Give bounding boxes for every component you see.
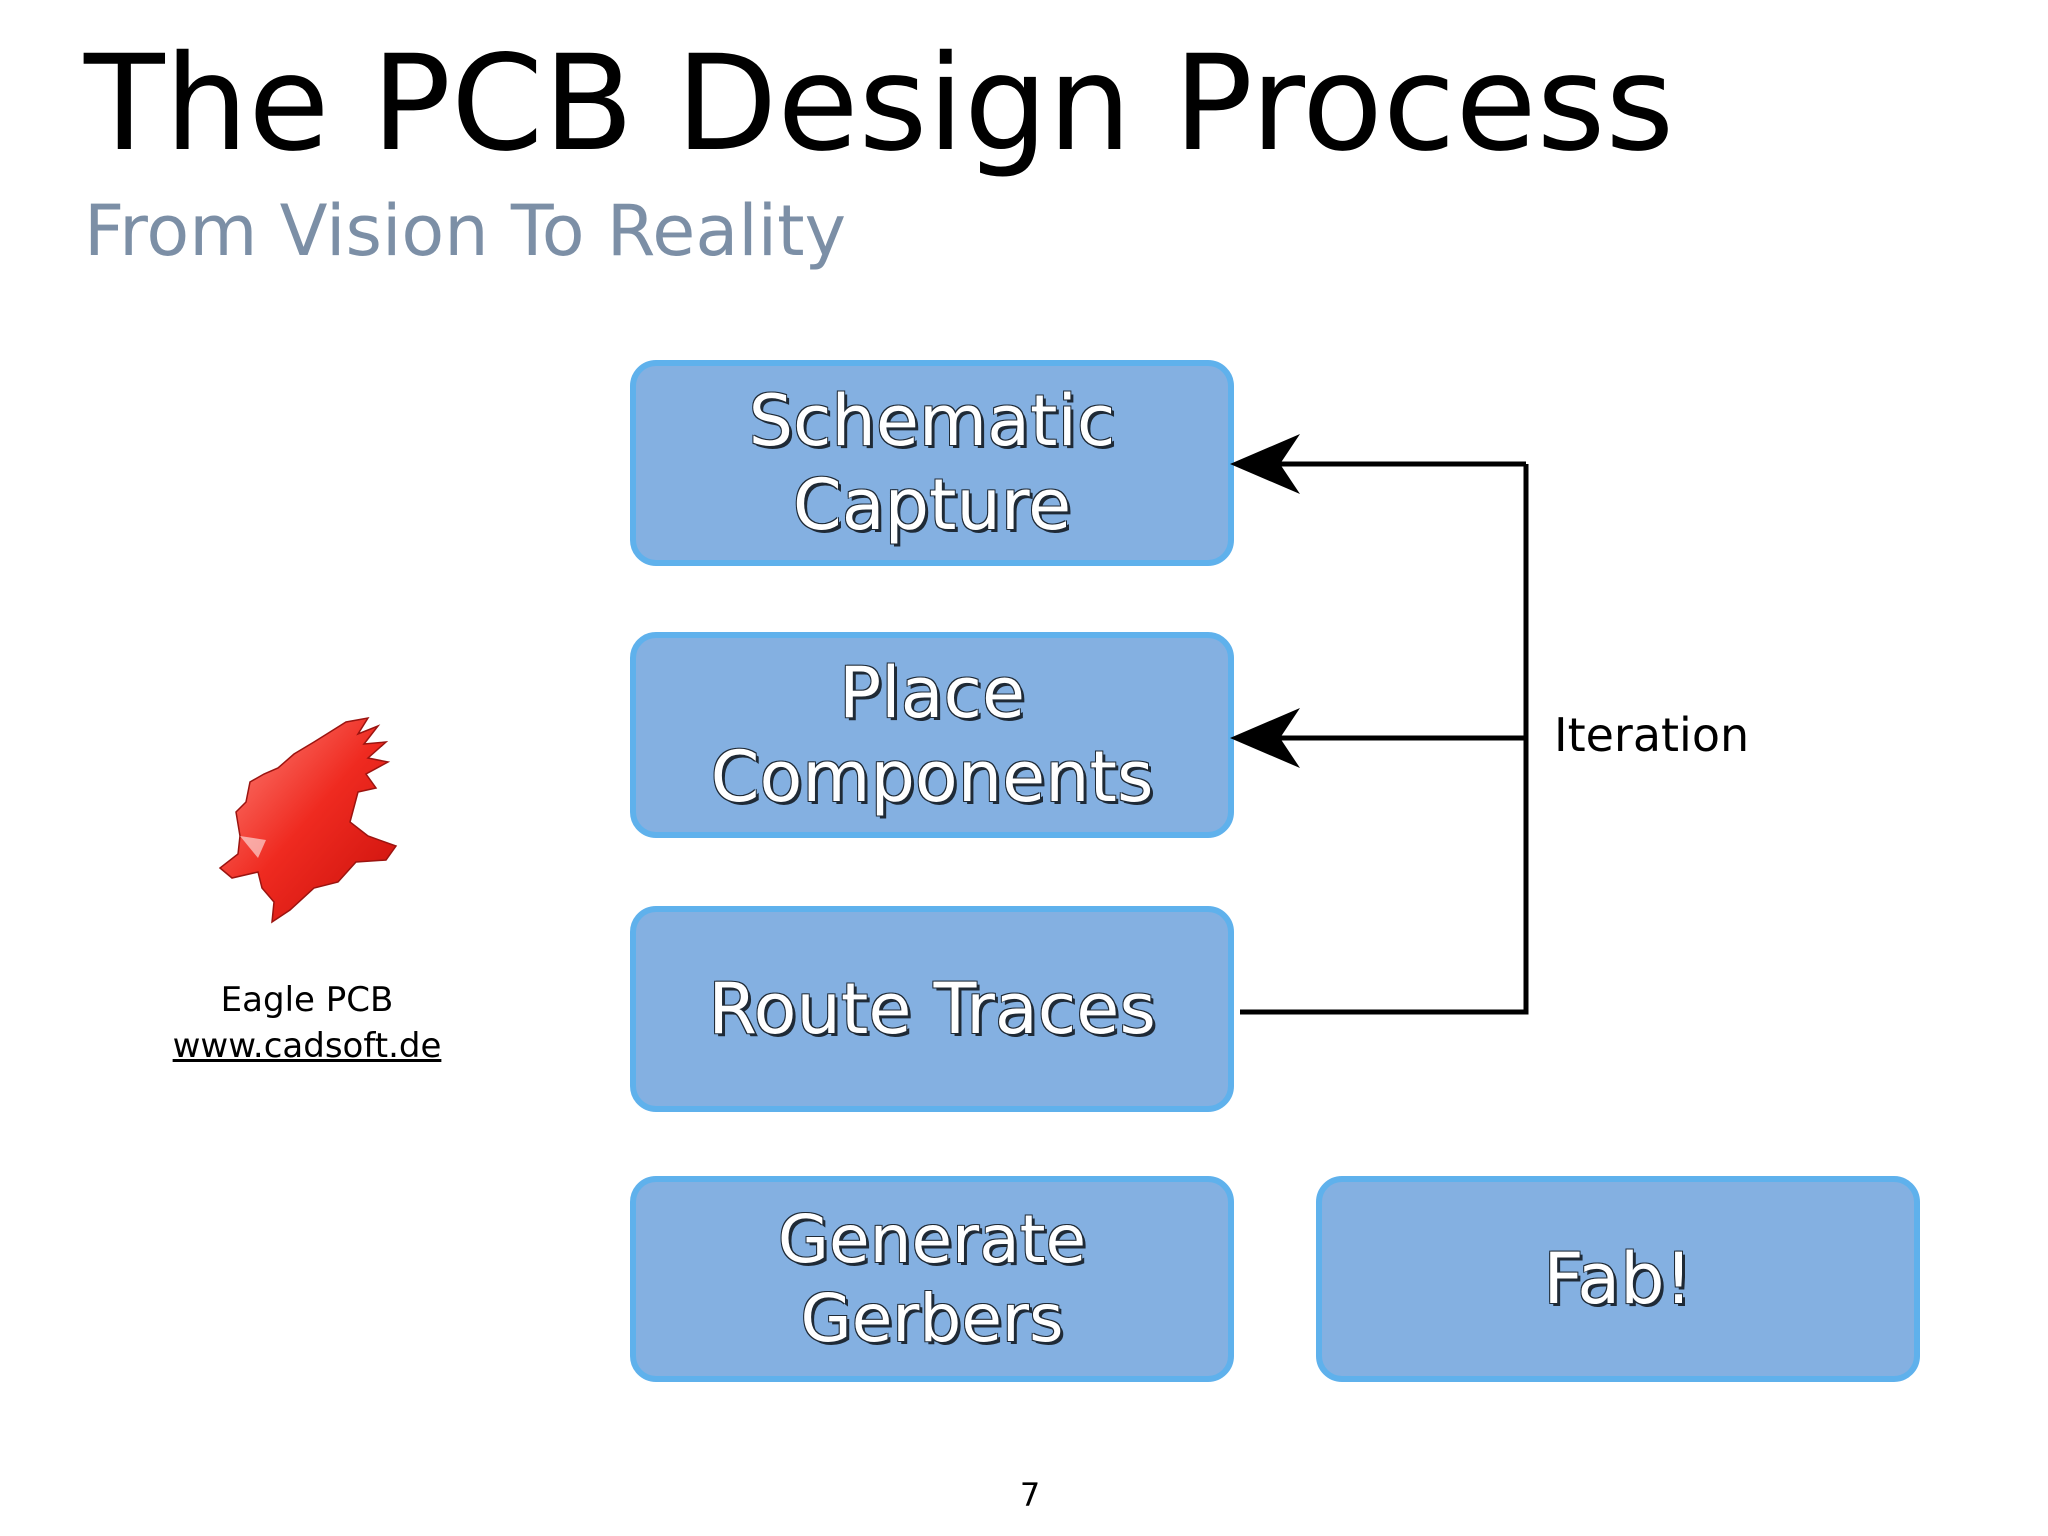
route-to-bus-line [1240,464,1529,1015]
step-schematic-capture: Schematic Capture [630,360,1234,566]
logo-caption: Eagle PCB [220,980,394,1020]
step-generate-gerbers: Generate Gerbers [630,1176,1234,1382]
step-route-traces: Route Traces [630,906,1234,1112]
step-fab: Fab! [1316,1176,1920,1382]
page-number: 7 [1019,1476,1041,1514]
slide-title: The PCB Design Process [84,27,1675,181]
slide-subtitle: From Vision To Reality [84,190,847,272]
logo-url-link[interactable]: www.cadsoft.de [172,1026,442,1066]
eagle-logo-icon [218,716,398,924]
step-place-components: Place Components [630,632,1234,838]
iteration-label: Iteration [1554,708,1750,762]
